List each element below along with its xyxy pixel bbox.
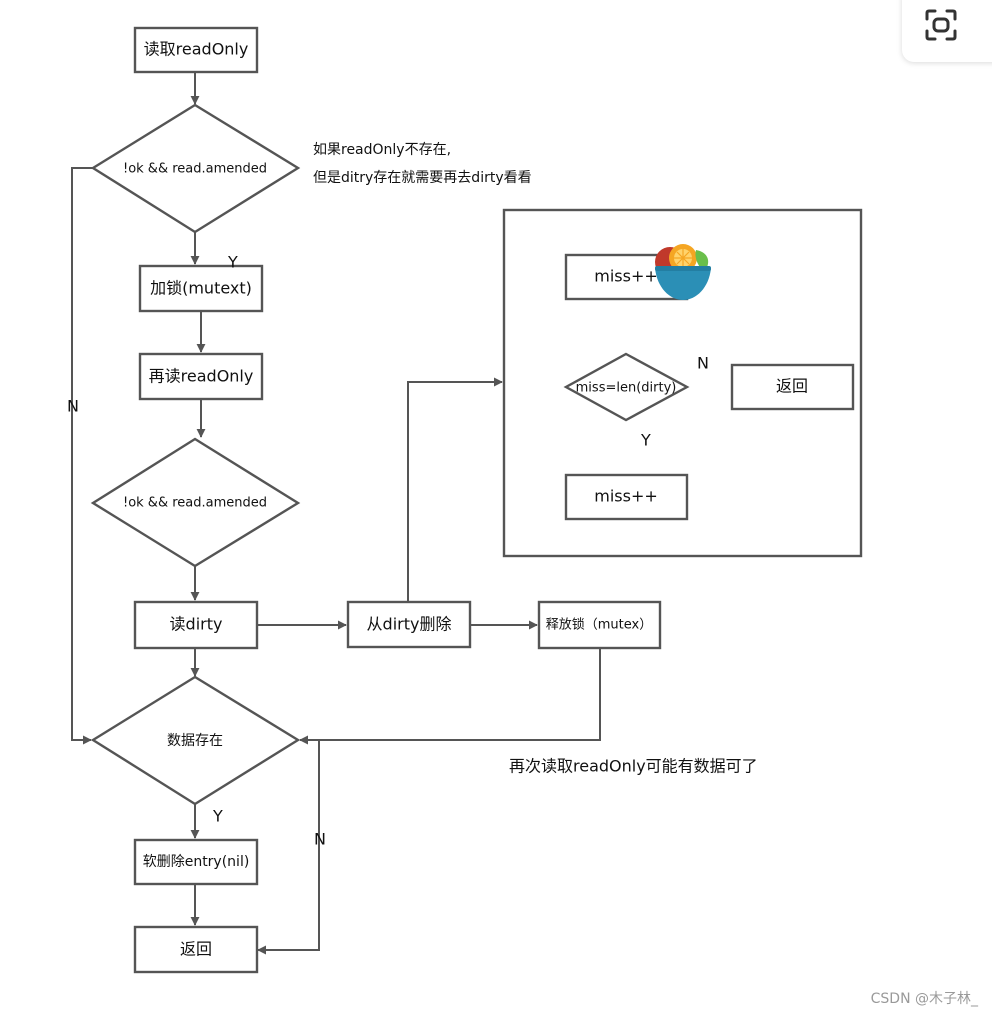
scan-button[interactable] (902, 0, 992, 62)
note2: 再次读取readOnly可能有数据可了 (509, 757, 758, 776)
node-soft-delete-label: 软删除entry(nil) (143, 854, 250, 870)
node-return-main: 返回 (133, 925, 259, 974)
node-reread-readonly-label: 再读readOnly (149, 367, 254, 386)
node-inset-return-label: 返回 (776, 377, 808, 396)
node-check-amended-2: !ok && read.amended (90, 437, 301, 568)
node-lock: 加锁(mutext) (138, 264, 264, 313)
node-read-dirty-label: 读dirty (170, 615, 223, 634)
node-check-amended-1: !ok && read.amended (90, 103, 301, 234)
node-data-exists-label: 数据存在 (167, 733, 223, 749)
node-read-dirty: 读dirty (133, 600, 259, 650)
label-y-exists: Y (212, 807, 223, 826)
node-inset-miss-1-label: miss++ (594, 267, 658, 286)
node-check-amended-2-label: !ok && read.amended (123, 496, 267, 511)
edge-exists-no-to-return (257, 740, 320, 955)
node-check-amended-1-label: !ok && read.amended (123, 162, 267, 177)
note1-line1: 如果readOnly不存在, (313, 142, 451, 158)
node-data-exists: 数据存在 (90, 675, 301, 806)
node-return-main-label: 返回 (180, 940, 212, 959)
node-read-readonly: 读取readOnly (133, 26, 259, 74)
node-inset-miss-2: miss++ (564, 473, 689, 521)
node-inset-return: 返回 (730, 363, 855, 411)
note1-line2: 但是ditry存在就需要再去dirty看看 (313, 170, 532, 186)
node-lock-label: 加锁(mutext) (150, 279, 252, 298)
scan-icon (925, 9, 957, 41)
edge-release-to-exists (299, 648, 601, 745)
node-delete-from-dirty: 从dirty删除 (346, 600, 472, 649)
node-inset-miss-2-label: miss++ (594, 487, 658, 506)
label-n1: N (67, 397, 79, 416)
node-reread-readonly: 再读readOnly (138, 352, 264, 401)
node-delete-from-dirty-label: 从dirty删除 (367, 615, 452, 634)
label-y1: Y (227, 253, 238, 272)
watermark: CSDN @木子林_ (870, 991, 978, 1007)
node-inset-check: miss=len(dirty) (563, 352, 690, 422)
node-read-readonly-label: 读取readOnly (144, 40, 249, 59)
label-inset-n: N (697, 354, 709, 373)
label-inset-y: Y (640, 431, 651, 450)
edge-delete-to-inset (407, 377, 503, 602)
node-soft-delete: 软删除entry(nil) (133, 838, 259, 886)
node-release-lock-label: 释放锁（mutex） (546, 617, 652, 633)
edge-check1-no-to-exists (71, 167, 93, 745)
fruit-bowl-icon (655, 244, 711, 300)
node-inset-check-label: miss=len(dirty) (576, 381, 677, 396)
node-release-lock: 释放锁（mutex） (537, 600, 662, 650)
label-n-exists: N (314, 830, 326, 849)
